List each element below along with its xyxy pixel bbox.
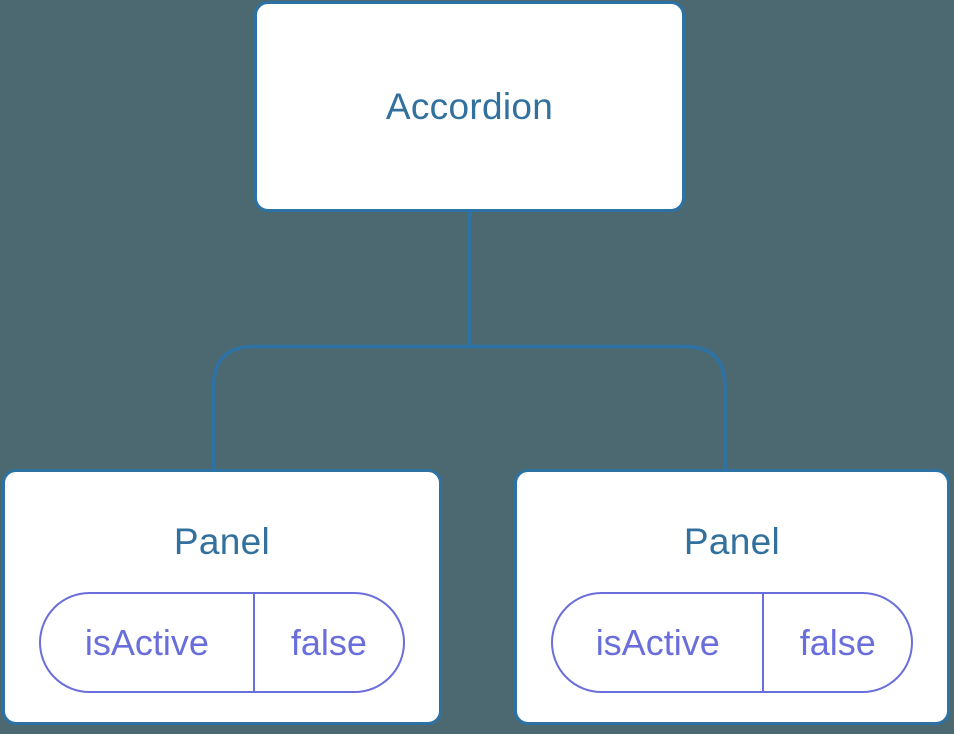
state-key-label: isActive — [553, 594, 765, 691]
accordion-node: Accordion — [254, 1, 685, 212]
state-value-label: false — [290, 621, 367, 663]
accordion-node-label: Accordion — [385, 85, 554, 127]
state-value-label: false — [799, 621, 876, 663]
panel-left-state-pill: isActive false — [39, 592, 405, 693]
panel-right-state-pill: isActive false — [551, 592, 913, 693]
connector-branch-line — [211, 344, 727, 471]
panel-right-label: Panel — [683, 521, 781, 562]
panel-node-left: Panel isActive false — [2, 469, 442, 725]
panel-left-label: Panel — [173, 521, 271, 562]
panel-node-right: Panel isActive false — [514, 469, 950, 725]
state-key-label: isActive — [41, 594, 255, 691]
